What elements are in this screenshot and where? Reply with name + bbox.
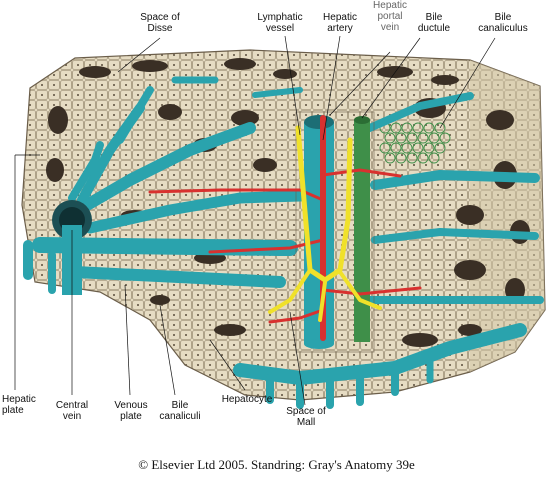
label-hepatic-portal-vein: Hepatic portal vein xyxy=(373,0,407,33)
leader-lines xyxy=(14,35,496,406)
label-lymphatic-vessel: Lymphatic vessel xyxy=(257,12,303,34)
label-venous-plate: Venous plate xyxy=(114,400,148,422)
copyright-credit: © Elsevier Ltd 2005. Standring: Gray's A… xyxy=(138,457,415,472)
label-bile-ductule: Bile ductule xyxy=(417,12,451,34)
label-bile-canaliculi: Bile canaliculi xyxy=(159,400,201,422)
label-space-of-disse: Space of Disse xyxy=(140,12,180,34)
label-space-of-mall: Space of Mall xyxy=(286,406,326,428)
parenchyma-block xyxy=(21,49,546,401)
label-hepatocyte: Hepatocyte xyxy=(221,394,273,405)
label-bile-canaliculus: Bile canaliculus xyxy=(478,12,528,34)
label-hepatic-plate: Hepatic plate xyxy=(2,394,36,416)
label-central-vein: Central vein xyxy=(55,400,89,422)
label-hepatic-artery: Hepatic artery xyxy=(323,12,357,34)
lymphatic-vessel xyxy=(268,125,382,322)
bile-ductule xyxy=(354,116,370,342)
